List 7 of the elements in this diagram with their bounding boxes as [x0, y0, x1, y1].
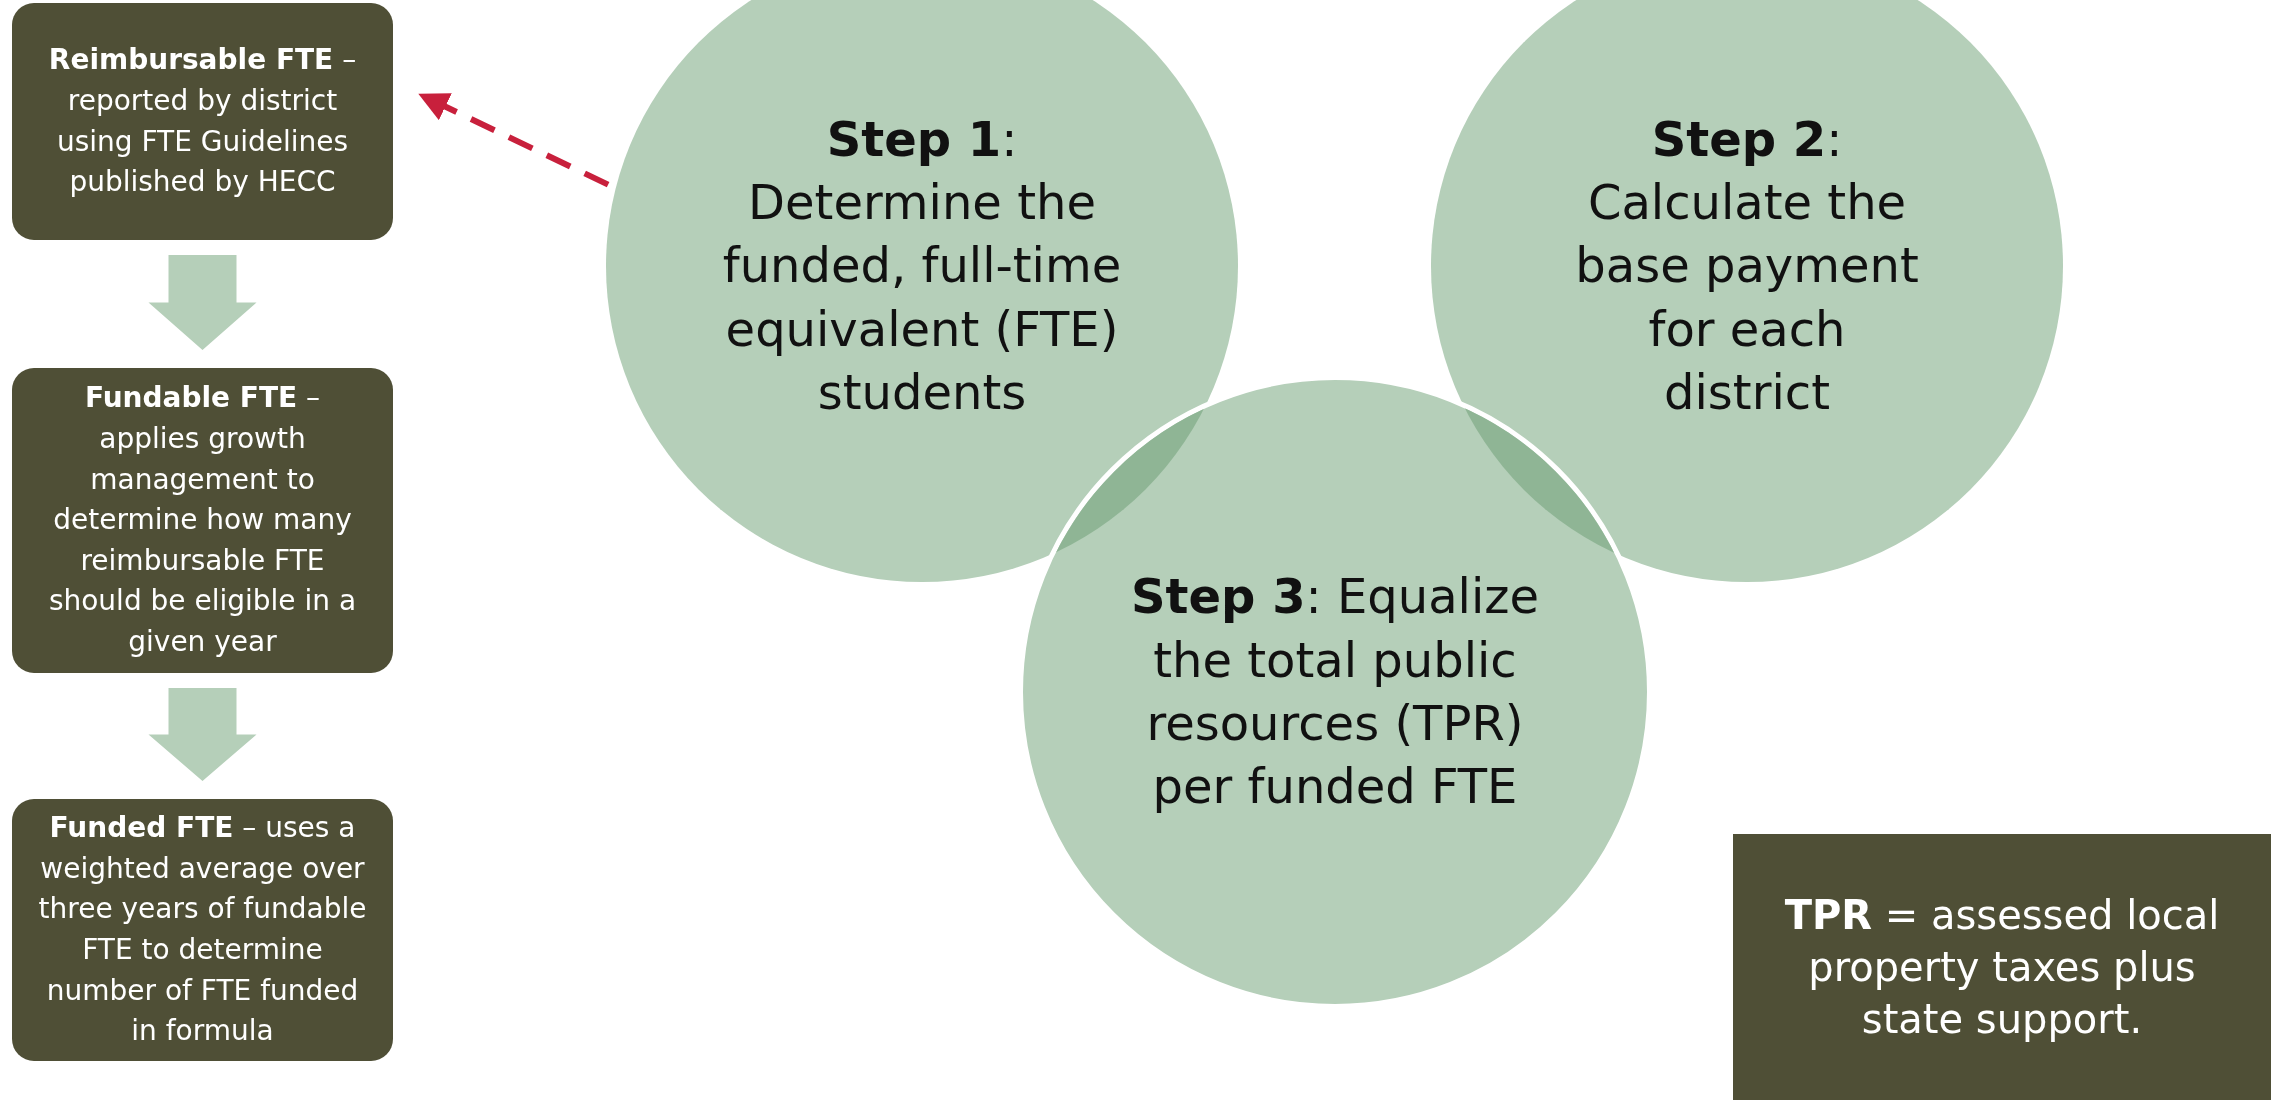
- block-arrow: [148, 688, 257, 781]
- text-box: Reimbursable FTE – reported by district using FTE Guidelines published by HECC: [12, 3, 393, 240]
- block-arrow: [148, 255, 257, 350]
- dashed-arrow: [418, 92, 610, 188]
- definition-box: TPR = assessed local property taxes plus state support.: [1733, 834, 2271, 1100]
- text-box: Fundable FTE – applies growth management to determine how many reimbursable FTE should be eligible in a given year: [12, 368, 393, 673]
- text-box: Funded FTE – uses a weighted average over three years of fundable FTE to determine number of FTE funded in formula: [12, 799, 393, 1061]
